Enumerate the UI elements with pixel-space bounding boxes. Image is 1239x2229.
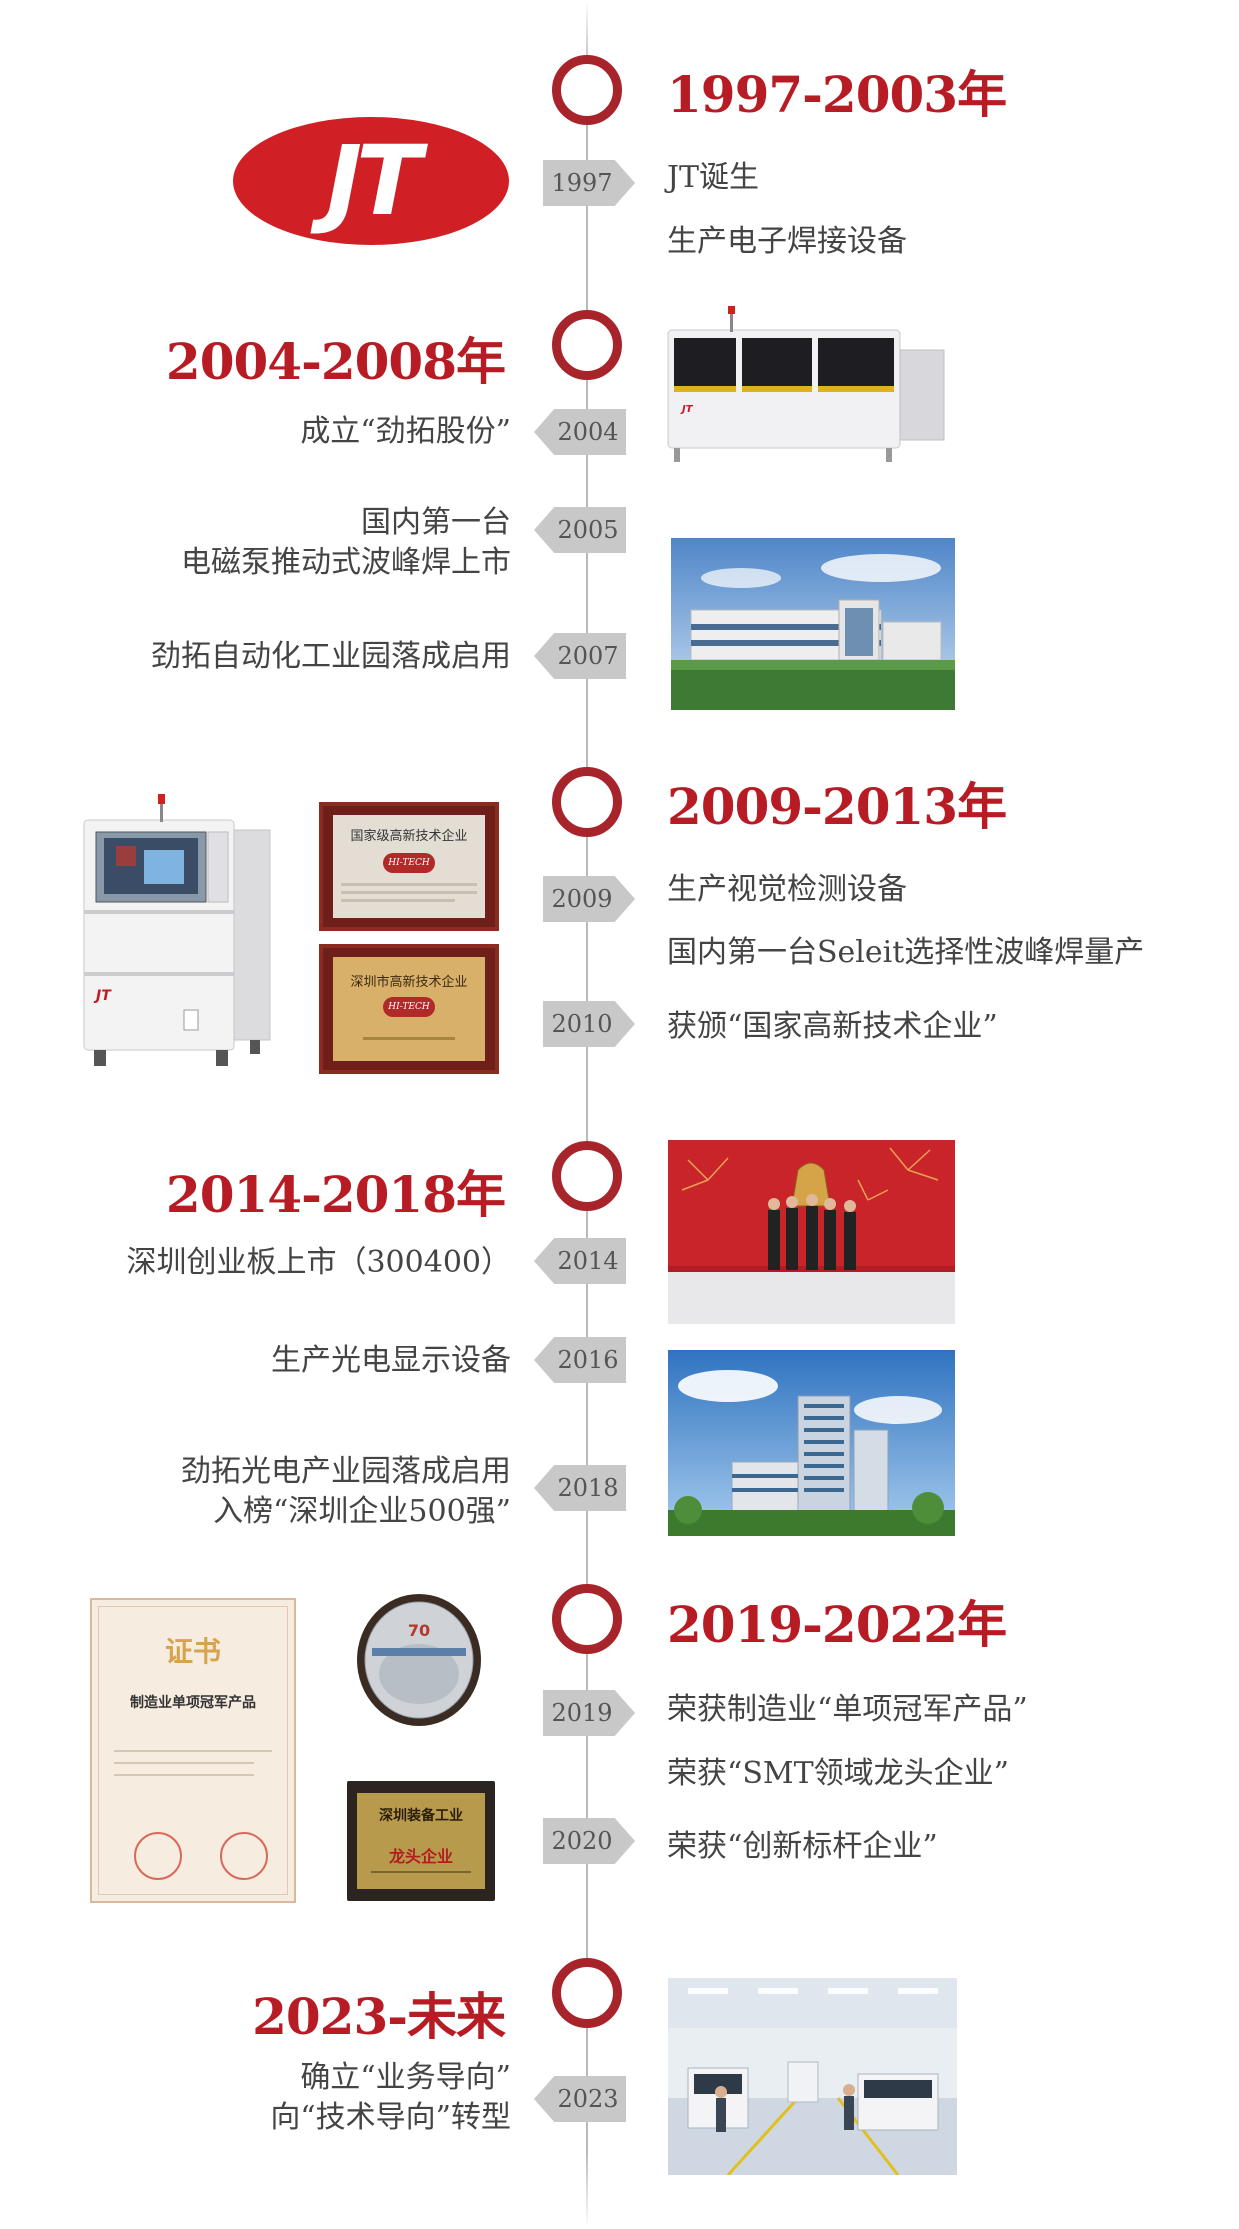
year-tag: 2005 bbox=[534, 507, 626, 553]
period-title: 1997-2003年 bbox=[667, 65, 1007, 124]
event-text: 荣获制造业“单项冠军产品” bbox=[667, 1692, 1028, 1727]
year-tag: 2010 bbox=[543, 1001, 635, 1047]
vision-inspection-machine-image: JT bbox=[74, 790, 278, 1090]
ipo-bell-ringing-photo bbox=[668, 1140, 955, 1324]
timeline-node-2009 bbox=[552, 767, 622, 837]
production-workshop-photo bbox=[668, 1978, 957, 2175]
timeline-node-2019 bbox=[552, 1584, 622, 1654]
event-text: 生产电子焊接设备 bbox=[667, 224, 907, 259]
industrial-park-photo bbox=[668, 1350, 955, 1536]
timeline-axis-bottom bbox=[586, 2150, 588, 2229]
event-text: 向“技术导向”转型 bbox=[270, 2100, 511, 2135]
certificate-body: 深圳市高新技术企业 HI-TECH bbox=[333, 957, 485, 1061]
year-tag: 2016 bbox=[534, 1337, 626, 1383]
certificate-shenzhen-hitech: 深圳市高新技术企业 HI-TECH bbox=[319, 944, 499, 1074]
certificate-subtitle: 制造业单项冠军产品 bbox=[130, 1695, 256, 1711]
year-tag: 2019 bbox=[543, 1690, 635, 1736]
plaque-title: 深圳装备工业 bbox=[379, 1808, 463, 1824]
event-text: 劲拓光电产业园落成启用 bbox=[181, 1454, 511, 1489]
period-title: 2014-2018年 bbox=[165, 1165, 506, 1224]
year-tag: 1997 bbox=[543, 160, 635, 206]
timeline-node-2023 bbox=[552, 1958, 622, 2028]
plaque-badge: 龙头企业 bbox=[388, 1847, 453, 1866]
year-tag: 2020 bbox=[543, 1818, 635, 1864]
anniversary-award-plate: 70 bbox=[352, 1590, 486, 1730]
factory-building-photo bbox=[671, 538, 955, 710]
period-title: 2009-2013年 bbox=[667, 777, 1007, 836]
certificate-body: 国家级高新技术企业 HI-TECH bbox=[333, 815, 485, 918]
event-text: 深圳创业板上市（300400） bbox=[126, 1245, 511, 1280]
certificate-badge: HI-TECH bbox=[383, 997, 435, 1017]
certificate-national-hitech: 国家级高新技术企业 HI-TECH bbox=[319, 802, 499, 931]
event-text: 获颁“国家高新技术企业” bbox=[667, 1009, 998, 1044]
certificate-badge: HI-TECH bbox=[383, 853, 435, 873]
period-title: 2023-未来 bbox=[252, 1987, 506, 2046]
wave-soldering-machine-image: JT bbox=[660, 300, 952, 470]
event-text: JT诞生 bbox=[667, 160, 760, 195]
leading-enterprise-plaque: 深圳装备工业 龙头企业 bbox=[347, 1781, 495, 1901]
event-text: 电磁泵推动式波峰焊上市 bbox=[181, 545, 511, 580]
timeline-node-2004 bbox=[552, 310, 622, 380]
certificate-title: 国家级高新技术企业 bbox=[350, 829, 468, 844]
event-text: 成立“劲拓股份” bbox=[300, 414, 511, 449]
period-title: 2004-2008年 bbox=[165, 332, 506, 391]
timeline-axis bbox=[586, 60, 588, 2160]
event-text: 国内第一台Seleit选择性波峰焊量产 bbox=[667, 935, 1145, 970]
event-text: 生产光电显示设备 bbox=[271, 1343, 511, 1378]
champion-product-certificate: 证书 制造业单项冠军产品 bbox=[90, 1598, 296, 1903]
svg-text:70: 70 bbox=[408, 1621, 430, 1640]
period-title: 2019-2022年 bbox=[667, 1595, 1007, 1654]
event-text: 荣获“SMT领域龙头企业” bbox=[667, 1756, 1009, 1791]
year-tag: 2004 bbox=[534, 409, 626, 455]
event-text: 国内第一台 bbox=[361, 505, 511, 540]
event-text: 荣获“创新标杆企业” bbox=[667, 1829, 938, 1864]
event-text: 入榜“深圳企业500强” bbox=[213, 1494, 511, 1529]
year-tag: 2023 bbox=[534, 2076, 626, 2122]
svg-text:JT: JT bbox=[93, 988, 112, 1004]
certificate-title: 深圳市高新技术企业 bbox=[350, 975, 468, 990]
logo-text: JT bbox=[326, 125, 421, 237]
certificate-title: 证书 bbox=[164, 1635, 221, 1668]
plaque-body: 深圳装备工业 龙头企业 bbox=[357, 1793, 485, 1889]
svg-text:JT: JT bbox=[680, 404, 694, 415]
event-text: 生产视觉检测设备 bbox=[667, 872, 907, 907]
timeline-node-2014 bbox=[552, 1141, 622, 1211]
event-text: 劲拓自动化工业园落成启用 bbox=[151, 639, 511, 674]
jt-logo: JT bbox=[233, 117, 509, 245]
year-tag: 2007 bbox=[534, 633, 626, 679]
year-tag: 2014 bbox=[534, 1238, 626, 1284]
event-text: 确立“业务导向” bbox=[300, 2060, 511, 2095]
timeline-axis-top bbox=[586, 0, 588, 70]
year-tag: 2018 bbox=[534, 1465, 626, 1511]
timeline-node-1997 bbox=[552, 55, 622, 125]
year-tag: 2009 bbox=[543, 876, 635, 922]
